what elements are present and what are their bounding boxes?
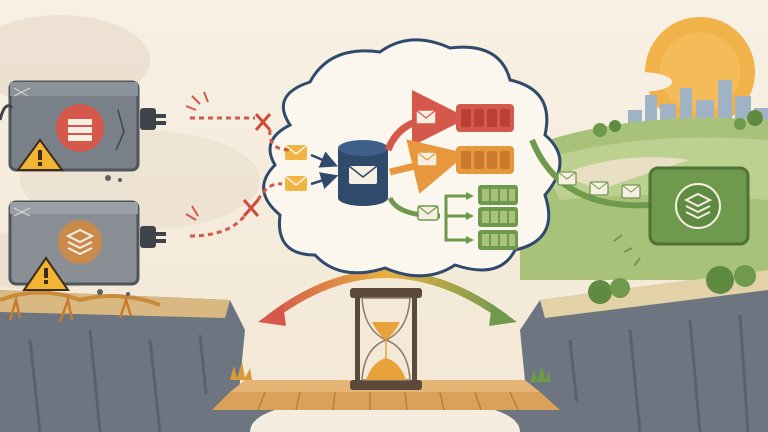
hourglass-icon — [350, 288, 422, 390]
orange-queue — [389, 139, 514, 194]
right-clouds — [534, 72, 672, 100]
bridge — [180, 380, 590, 432]
unplugged-cable-icon — [140, 108, 156, 130]
green-queues — [387, 185, 518, 250]
unplugged-cable-icon — [140, 226, 156, 248]
layers-icon — [683, 192, 713, 220]
failed-connection-bottom — [185, 182, 283, 238]
right-cliff — [520, 265, 768, 432]
retry-arc-arrow — [258, 270, 517, 326]
debris — [97, 175, 130, 296]
red-queue — [384, 90, 514, 152]
healthy-service-box — [613, 166, 750, 267]
warning-icon — [16, 138, 64, 171]
failed-connection-top — [185, 91, 291, 152]
envelope-icon — [349, 166, 377, 184]
database-icon — [338, 140, 388, 206]
left-cliff — [0, 290, 245, 432]
bushes — [230, 362, 551, 382]
incoming-messages — [284, 144, 339, 191]
delivery-path — [529, 138, 651, 209]
warning-icon — [22, 256, 70, 291]
